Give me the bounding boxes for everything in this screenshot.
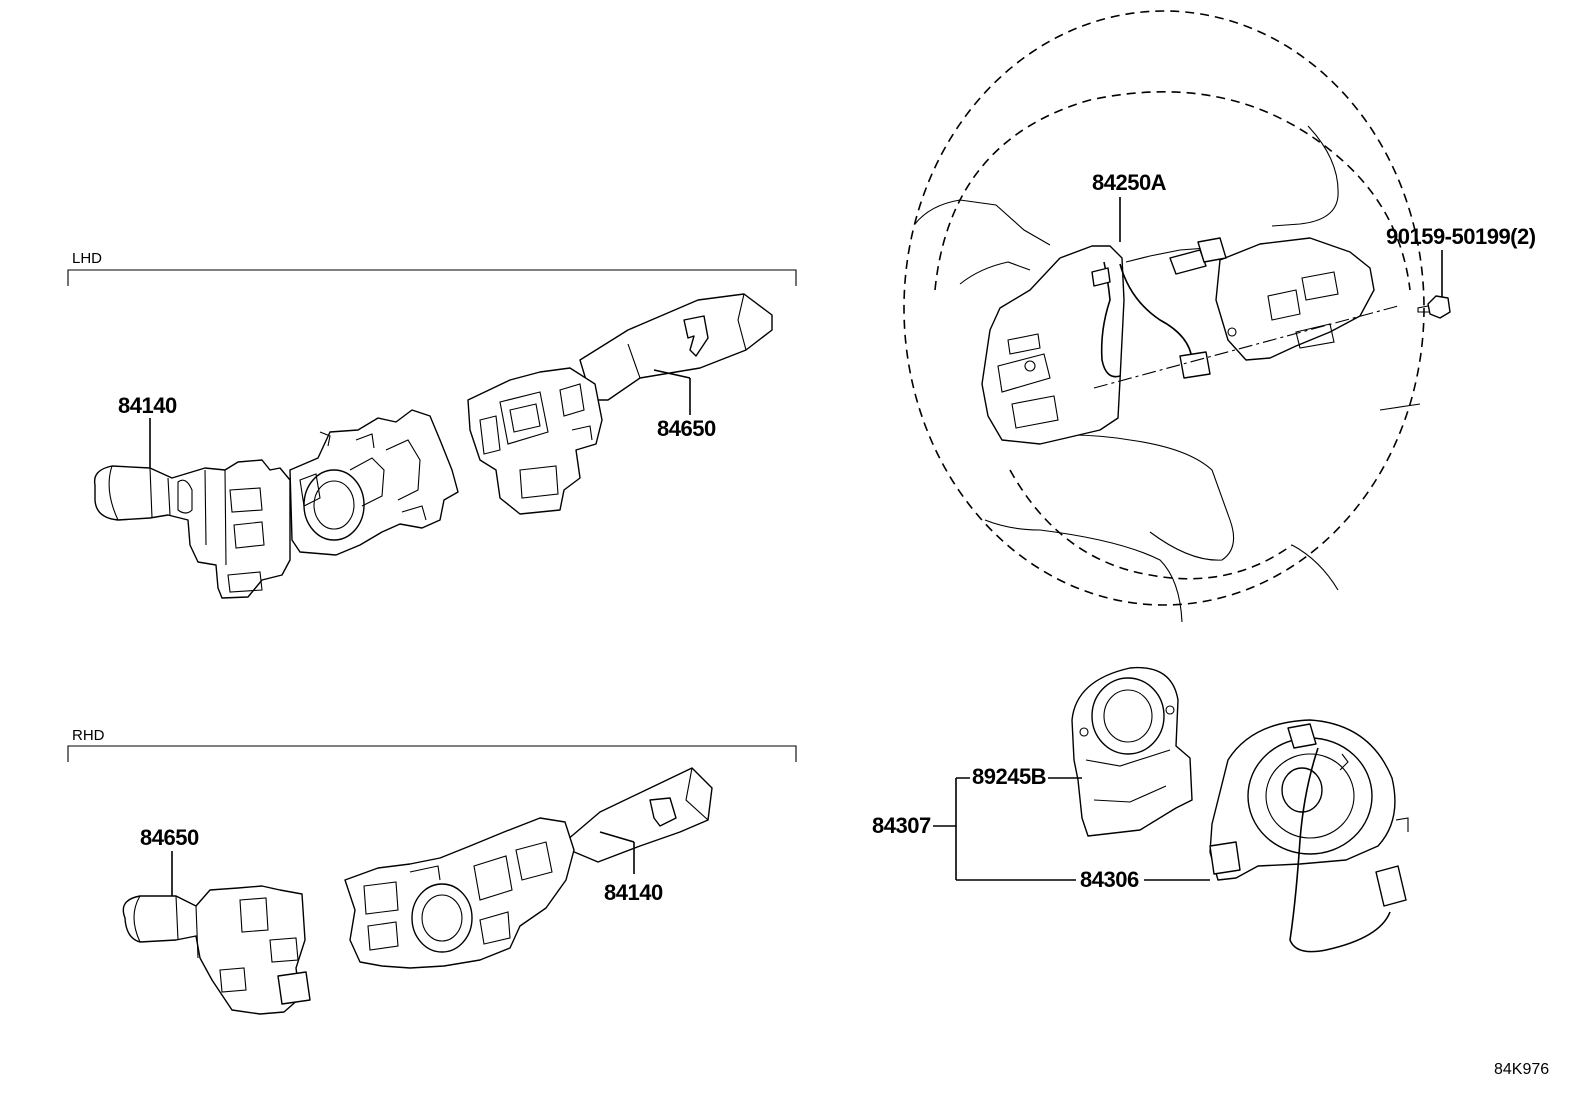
rhd-label: RHD (72, 727, 105, 744)
lhd-section: LHD 84140 84650 (67, 250, 797, 599)
lhd-wiper-switch-leader-d (653, 369, 691, 379)
steering-wheel-section (903, 10, 1425, 623)
steering-sensor-callout: 89245B (972, 764, 1046, 789)
diagram-reference: 84K976 (1494, 1061, 1549, 1078)
screw-callout: 90159-50199(2) (1386, 224, 1536, 249)
lhd-turn-signal-switch-drawing (93, 409, 459, 599)
rhd-turn-signal-switch-drawing (344, 767, 713, 969)
steering-hub-drawing (981, 237, 1375, 445)
lhd-label: LHD (72, 250, 102, 267)
lhd-wiper-switch-callout: 84650 (657, 416, 716, 441)
screw-drawing (1417, 295, 1451, 319)
rhd-section: RHD 84650 84140 (67, 727, 797, 1015)
lhd-bracket (67, 269, 797, 286)
rhd-bracket (67, 745, 797, 762)
spiral-cable-assy-bracket (933, 777, 1076, 881)
steering-center-line (1093, 305, 1399, 389)
spiral-cable-callout: 84306 (1080, 867, 1139, 892)
steering-wheel-lower-rim (1009, 469, 1293, 580)
rhd-wiper-switch-drawing (122, 885, 311, 1015)
spiral-cable-drawing (1209, 719, 1409, 953)
steering-pad-switch-callout: 84250A (1092, 170, 1167, 195)
steering-wheel-inner-rim (934, 91, 1411, 291)
lhd-turn-switch-callout: 84140 (118, 393, 177, 418)
lhd-wiper-switch-drawing (467, 293, 773, 515)
rhd-turn-switch-callout: 84140 (604, 880, 663, 905)
rhd-wiper-switch-callout: 84650 (140, 825, 199, 850)
steering-wheel-outline (903, 10, 1425, 606)
rhd-turn-switch-leader-d (599, 831, 635, 843)
spiral-cable-assy-callout: 84307 (872, 813, 931, 838)
steering-sensor-drawing (1071, 666, 1193, 837)
